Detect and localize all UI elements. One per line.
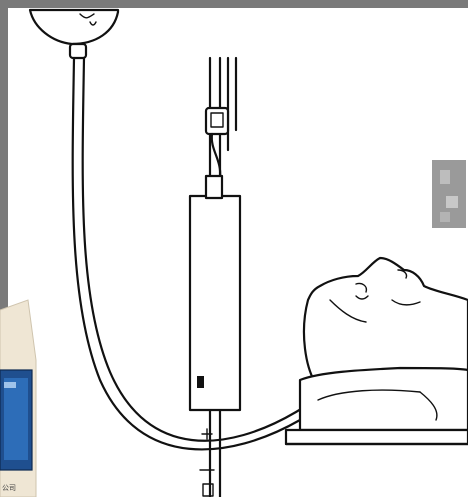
monitor-caption: 公司	[2, 484, 16, 492]
blurred-label-patch	[432, 160, 466, 228]
suction-monitor: 公司	[0, 300, 36, 497]
irrigation-bag	[30, 10, 118, 58]
patient	[300, 258, 468, 430]
canister-indicator	[197, 376, 204, 388]
bed	[286, 430, 468, 444]
frame-top-border	[0, 0, 468, 8]
iv-pole	[190, 58, 240, 497]
